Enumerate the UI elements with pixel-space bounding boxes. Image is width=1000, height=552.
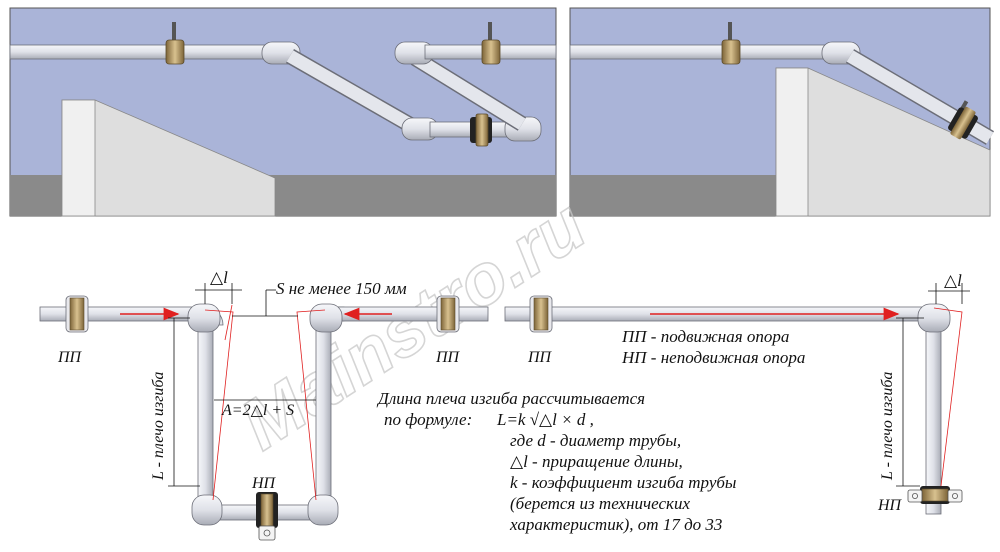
illustration-panel-right — [569, 7, 995, 217]
fixed-support-1 — [256, 492, 278, 541]
delta-l-label-left: △l — [210, 268, 228, 287]
u-loop-schematic: L - плечо изгиба △l S не менее 150 мм A=… — [39, 268, 489, 541]
sliding-support-1 — [65, 295, 89, 333]
np-label-1: НП — [251, 475, 277, 492]
formula-block: Длина плеча изгиба рассчитывается по фор… — [376, 389, 736, 534]
sliding-support-2 — [436, 295, 460, 333]
np-label-2: НП — [877, 497, 903, 514]
pp-label-3: ПП — [527, 349, 553, 366]
legend-pp: ПП - подвижная опора — [621, 327, 789, 346]
legend-np: НП - неподвижная опора — [621, 348, 805, 367]
a-formula-label: A=2△l + S — [221, 402, 294, 419]
arm-length-label-right: L - плечо изгиба — [879, 372, 896, 481]
formula-line-4: △l - приращение длины, — [510, 452, 683, 471]
clamp-sliding-1 — [165, 22, 185, 65]
sliding-support-3 — [529, 295, 553, 333]
clamp-sliding-3 — [721, 22, 741, 65]
formula-line-2-prefix: по формуле: — [384, 410, 472, 429]
l-bend-schematic: L - плечо изгиба △l ПП НП ПП - подвижная… — [504, 271, 970, 515]
clamp-fixed-2 — [948, 100, 978, 140]
clamp-fixed-1 — [470, 113, 492, 147]
formula-expression: L=k √△l × d , — [496, 410, 594, 429]
illustration-panel-left — [9, 7, 557, 217]
delta-l-label-right: △l — [944, 271, 962, 290]
formula-line-3: где d - диаметр трубы, — [510, 431, 681, 450]
clamp-sliding-2 — [481, 22, 501, 65]
pp-label-2: ПП — [435, 349, 461, 366]
pp-label-1: ПП — [57, 349, 83, 366]
formula-line-5: k - коэффициент изгиба трубы — [510, 473, 736, 492]
fixed-support-2 — [907, 486, 963, 504]
formula-line-7: характеристик), от 17 до 33 — [509, 515, 722, 534]
arm-length-label-left: L - плечо изгиба — [150, 372, 167, 481]
formula-line-1: Длина плеча изгиба рассчитывается — [376, 389, 645, 408]
s-distance-label: S не менее 150 мм — [276, 279, 407, 298]
formula-line-6: (берется из технических — [510, 494, 690, 513]
